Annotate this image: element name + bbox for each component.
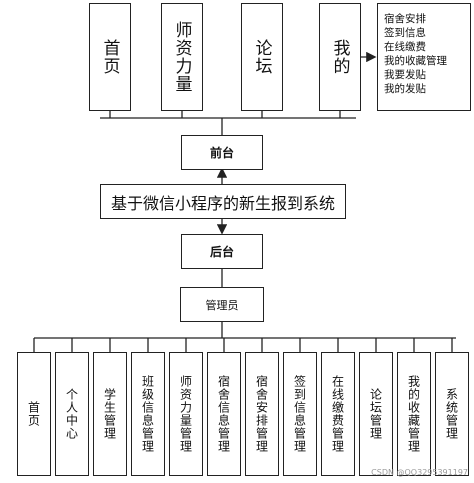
admin-label: 管理员 bbox=[205, 298, 239, 312]
bottom-node-label: 我的收藏管理 bbox=[406, 375, 421, 453]
bottom-node-class-mgmt: 班级信息管理 bbox=[131, 352, 165, 476]
bottom-node-label: 系统管理 bbox=[444, 388, 459, 440]
top-node-faculty-label: 师资力量 bbox=[171, 21, 192, 93]
bottom-node-dorm-info-mgmt: 宿舍信息管理 bbox=[207, 352, 241, 476]
bottom-node-label: 在线缴费管理 bbox=[330, 375, 345, 453]
system-title: 基于微信小程序的新生报到系统 bbox=[110, 193, 335, 213]
watermark: CSDN @QQ3295391197 bbox=[371, 468, 468, 477]
admin-node: 管理员 bbox=[180, 287, 264, 322]
my-submenu-item: 在线缴费 bbox=[384, 41, 426, 53]
backend-node: 后台 bbox=[181, 234, 263, 269]
my-submenu-item: 我的收藏管理 bbox=[384, 55, 447, 67]
bottom-node-label: 学生管理 bbox=[102, 388, 117, 440]
my-submenu-item: 宿舍安排 bbox=[384, 13, 426, 25]
my-submenu-item: 签到信息 bbox=[384, 27, 426, 39]
bottom-node-forum-mgmt: 论坛管理 bbox=[359, 352, 393, 476]
bottom-node-personal-center: 个人中心 bbox=[55, 352, 89, 476]
backend-label: 后台 bbox=[209, 245, 234, 259]
top-node-home: 首页 bbox=[89, 3, 131, 111]
top-node-home-label: 首页 bbox=[99, 39, 120, 75]
bottom-node-label: 宿舍安排管理 bbox=[254, 375, 269, 453]
top-node-mine: 我的 bbox=[319, 3, 361, 111]
my-submenu-item: 我的发贴 bbox=[384, 83, 426, 95]
bottom-node-dorm-arrange-mgmt: 宿舍安排管理 bbox=[245, 352, 279, 476]
bottom-node-label: 班级信息管理 bbox=[140, 375, 155, 453]
bottom-node-system-mgmt: 系统管理 bbox=[435, 352, 469, 476]
bottom-node-student-mgmt: 学生管理 bbox=[93, 352, 127, 476]
top-node-forum-label: 论坛 bbox=[251, 39, 272, 75]
top-node-faculty: 师资力量 bbox=[161, 3, 203, 111]
frontend-node: 前台 bbox=[181, 135, 263, 170]
bottom-node-label: 个人中心 bbox=[64, 388, 79, 440]
bottom-node-label: 论坛管理 bbox=[368, 388, 383, 440]
bottom-node-home: 首页 bbox=[17, 352, 51, 476]
bottom-node-label: 宿舍信息管理 bbox=[216, 375, 231, 453]
bottom-node-payment-mgmt: 在线缴费管理 bbox=[321, 352, 355, 476]
top-node-forum: 论坛 bbox=[241, 3, 283, 111]
my-submenu-item: 我要发贴 bbox=[384, 69, 426, 81]
bottom-node-label: 师资力量管理 bbox=[178, 375, 193, 453]
system-title-node: 基于微信小程序的新生报到系统 bbox=[100, 184, 346, 219]
bottom-node-checkin-mgmt: 签到信息管理 bbox=[283, 352, 317, 476]
my-submenu-box: 宿舍安排 签到信息 在线缴费 我的收藏管理 我要发贴 我的发贴 bbox=[377, 3, 471, 111]
frontend-label: 前台 bbox=[209, 146, 234, 160]
bottom-node-label: 签到信息管理 bbox=[292, 375, 307, 453]
bottom-node-faculty-mgmt: 师资力量管理 bbox=[169, 352, 203, 476]
top-node-mine-label: 我的 bbox=[329, 39, 350, 75]
connector-bottom-drops bbox=[33, 338, 453, 352]
bottom-node-label: 首页 bbox=[26, 401, 41, 427]
bottom-node-favorites-mgmt: 我的收藏管理 bbox=[397, 352, 431, 476]
